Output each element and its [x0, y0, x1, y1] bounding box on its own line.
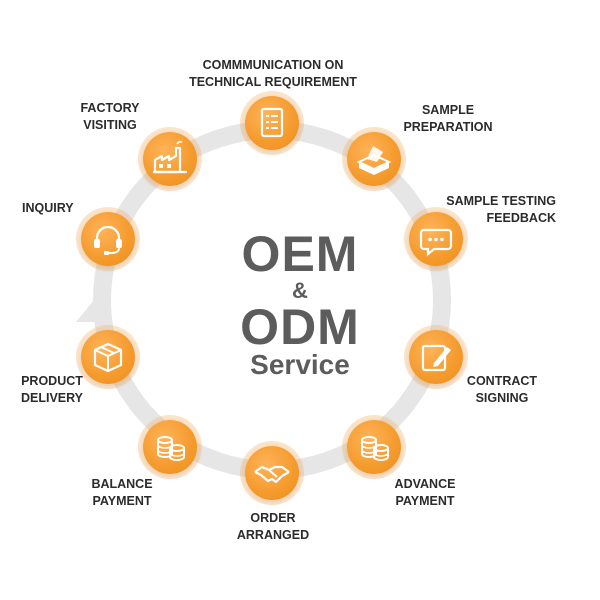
headset-icon: [94, 225, 122, 255]
step-label-line: PAYMENT: [395, 494, 455, 508]
step-label-inquiry: INQUIRY: [22, 200, 74, 217]
step-label-line: INQUIRY: [22, 201, 74, 215]
package-box-icon: [93, 342, 123, 373]
step-label-line: PRODUCT: [21, 374, 83, 388]
step-label-balance-payment: BALANCE PAYMENT: [82, 476, 162, 510]
step-node-balance-payment: [143, 420, 197, 474]
title-ampersand: &: [292, 278, 308, 303]
step-label-order-arranged: ORDER ARRANGED: [230, 510, 316, 544]
step-label-line: SAMPLE: [421, 103, 475, 117]
step-label-contract-signing: CONTRACT SIGNING: [462, 373, 542, 407]
document-checklist-icon: [260, 107, 284, 138]
step-label-line: FACTORY: [80, 101, 140, 115]
step-node-sample-preparation: [347, 132, 401, 186]
step-node-product-delivery: [81, 330, 135, 384]
step-label-line: ARRANGED: [236, 528, 310, 542]
step-label-communication: COMMMUNICATION ON TECHNICAL REQUIREMENT: [184, 57, 362, 91]
step-label-advance-payment: ADVANCE PAYMENT: [386, 476, 464, 510]
step-label-sample-testing-feedback: SAMPLE TESTING FEEDBACK: [441, 193, 556, 227]
open-box-icon: [356, 146, 392, 175]
step-label-line: SIGNING: [475, 391, 529, 405]
title-odm: ODM: [240, 299, 360, 355]
step-node-sample-testing-feedback: [409, 212, 463, 266]
step-label-line: ORDER: [250, 511, 296, 525]
handshake-icon: [254, 465, 290, 484]
step-label-line: SAMPLE TESTING: [446, 194, 556, 208]
step-label-line: PREPARATION: [403, 120, 493, 134]
step-label-line: BALANCE: [91, 477, 153, 491]
step-label-line: PAYMENT: [92, 494, 152, 508]
step-node-advance-payment: [347, 420, 401, 474]
step-label-line: FEEDBACK: [486, 211, 556, 225]
step-node-contract-signing: [409, 330, 463, 384]
title-service: Service: [250, 349, 350, 380]
step-label-line: DELIVERY: [20, 391, 84, 405]
coins-icon: [361, 436, 389, 461]
title-oem: OEM: [241, 226, 359, 282]
step-label-line: CONTRACT: [466, 374, 538, 388]
step-label-product-delivery: PRODUCT DELIVERY: [16, 373, 88, 407]
step-label-sample-preparation: SAMPLE PREPARATION: [398, 102, 498, 136]
step-label-factory-visiting: FACTORY VISITING: [78, 100, 142, 134]
step-label-line: ADVANCE: [394, 477, 456, 491]
step-node-factory-visiting: [143, 132, 197, 186]
factory-icon: [153, 140, 187, 174]
chat-bubble-icon: [419, 228, 453, 257]
step-label-line: COMMMUNICATION ON: [202, 58, 344, 72]
pen-edit-icon: [421, 344, 451, 372]
step-label-line: VISITING: [83, 118, 137, 132]
step-label-line: TECHNICAL REQUIREMENT: [189, 75, 357, 89]
step-node-communication: [245, 96, 299, 150]
step-node-inquiry: [81, 212, 135, 266]
ring-arrowhead: [76, 300, 112, 322]
coins-icon: [157, 436, 185, 461]
step-node-order-arranged: [245, 446, 299, 500]
